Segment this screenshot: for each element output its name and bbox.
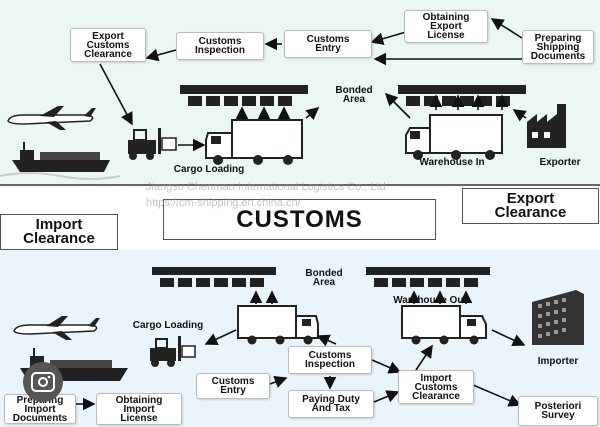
forklift-icon <box>128 128 177 160</box>
step-customs-entry-import: Customs Entry <box>196 373 270 399</box>
warehouse-icon <box>398 85 526 106</box>
customs-title: CUSTOMS <box>163 199 436 240</box>
label-cargo-loading-export: Cargo Loading <box>173 164 245 175</box>
label-bonded-area-import: Bonded Area <box>305 268 343 288</box>
label-exporter: Exporter <box>539 157 581 168</box>
lens-search-icon[interactable] <box>23 362 63 402</box>
airplane-icon <box>7 106 96 130</box>
step-export-customs-clearance: Export Customs Clearance <box>70 28 146 62</box>
label-warehouse-out: Warehouse Out <box>393 295 467 306</box>
step-preparing-shipping-documents: Preparing Shipping Documents <box>522 30 594 64</box>
label-bonded-area-export: Bonded Area <box>335 85 373 105</box>
airplane-icon <box>13 316 100 340</box>
step-customs-inspection: Customs Inspection <box>176 32 264 60</box>
truck-icon <box>401 305 487 345</box>
step-customs-inspection-import: Customs Inspection <box>288 346 372 374</box>
warehouse-icon <box>180 85 308 106</box>
watermark-company: Jiangsu Chenmao International Logistics … <box>146 181 386 193</box>
label-cargo-loading-import: Cargo Loading <box>132 320 204 331</box>
step-import-customs-clearance: Import Customs Clearance <box>398 370 474 404</box>
ship-icon <box>0 142 121 180</box>
export-clearance-heading: Export Clearance <box>462 188 599 224</box>
import-clearance-heading: Import Clearance <box>0 214 118 250</box>
warehouse-icon <box>152 267 276 287</box>
factory-icon <box>527 104 566 148</box>
truck-icon <box>205 119 303 165</box>
step-obtaining-import-license: Obtaining Import License <box>96 393 182 425</box>
step-obtaining-export-license: Obtaining Export License <box>404 10 488 43</box>
label-importer: Importer <box>537 356 579 367</box>
office-building-icon <box>532 290 584 345</box>
step-paying-duty-and-tax: Paying Duty And Tax <box>288 390 374 418</box>
forklift-icon <box>150 336 196 367</box>
step-posteriori-survey: Posteriori Survey <box>518 396 598 426</box>
watermark-url: https://cm-shipping.en.china.cn/ <box>146 197 301 209</box>
truck-icon <box>237 305 319 345</box>
truck-icon <box>405 114 503 160</box>
step-customs-entry: Customs Entry <box>284 30 372 58</box>
label-warehouse-in: Warehouse In <box>419 157 485 168</box>
warehouse-icon <box>366 267 490 287</box>
